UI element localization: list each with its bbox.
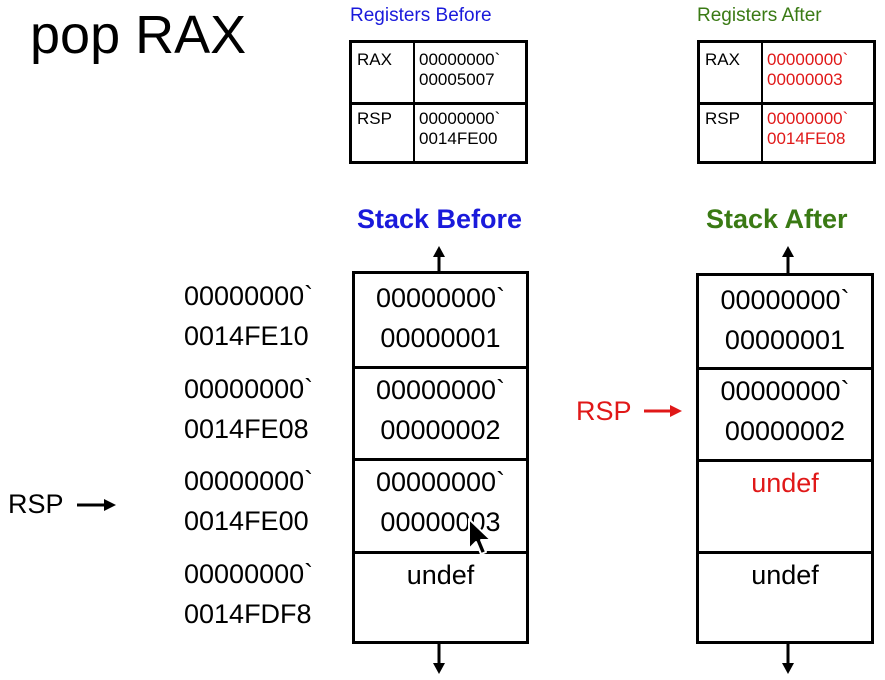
value-line: 00000003 [767, 70, 843, 89]
value-line: 00000000` [419, 109, 501, 128]
stack-after-slot-2: undef [699, 463, 871, 503]
stack-before-heading: Stack Before [357, 204, 523, 234]
slot-line: 00000000` [375, 283, 506, 313]
registers-before-table: RAX 00000000` 00005007 RSP 00000000` 001… [349, 40, 528, 164]
stack-after-grow-up-arrow-icon [782, 246, 794, 275]
address-line: 00000000` [184, 281, 314, 311]
register-value-rsp: 00000000` 0014FE08 [767, 109, 848, 149]
slot-divider [355, 458, 526, 461]
slot-divider [699, 367, 871, 370]
value-line: 0014FE00 [419, 129, 498, 148]
table-divider [352, 102, 525, 105]
address-line: 0014FDF8 [184, 599, 312, 629]
registers-after-heading: Registers After [697, 5, 822, 26]
address-line: 00000000` [184, 374, 314, 404]
slot-line: 00000003 [380, 507, 501, 537]
value-line: 00000000` [419, 50, 501, 69]
rsp-before-label: RSP [8, 489, 64, 519]
slot-line: 00000000` [375, 467, 506, 497]
registers-after-table: RAX 00000000` 00000003 RSP 00000000` 001… [697, 40, 876, 164]
slot-divider [699, 459, 871, 462]
register-name-rsp: RSP [705, 109, 740, 128]
rsp-after-arrow-icon [644, 405, 682, 417]
stack-after-heading: Stack After [706, 204, 848, 234]
value-line: 00005007 [419, 70, 495, 89]
table-divider [700, 102, 873, 105]
registers-before-heading: Registers Before [350, 5, 492, 26]
slot-divider [355, 551, 526, 554]
address-line: 0014FE10 [184, 321, 309, 351]
address-1: 00000000` 0014FE08 [184, 369, 313, 449]
rsp-before-arrow-icon [77, 499, 116, 511]
value-line: 00000000` [767, 109, 849, 128]
register-value-rax: 00000000` 00005007 [419, 50, 500, 90]
mouse-cursor-icon [468, 518, 492, 555]
register-value-rsp: 00000000` 0014FE00 [419, 109, 500, 149]
address-line: 00000000` [184, 559, 314, 589]
address-line: 00000000` [184, 466, 314, 496]
slot-line: 00000002 [724, 416, 846, 446]
stack-before-slot-3: undef [355, 555, 526, 595]
slot-line: 00000002 [380, 415, 501, 445]
address-line: 0014FE00 [184, 506, 309, 536]
slot-line: 00000000` [720, 285, 850, 315]
stack-before-slot-0: 00000000` 00000001 [355, 278, 526, 358]
stack-after-slot-1: 00000000` 00000002 [699, 371, 871, 451]
stack-after-slot-0: 00000000` 00000001 [699, 280, 871, 360]
address-0: 00000000` 0014FE10 [184, 276, 313, 356]
stack-after-grow-down-arrow-icon [782, 642, 794, 674]
stack-before-slot-1: 00000000` 00000002 [355, 370, 526, 450]
slot-line: 00000001 [380, 323, 501, 353]
register-name-rax: RAX [705, 50, 740, 69]
rsp-after-label: RSP [576, 396, 632, 426]
slide-title: pop RAX [30, 5, 247, 65]
register-name-rsp: RSP [357, 109, 392, 128]
stack-before: 00000000` 00000001 00000000` 00000002 00… [352, 271, 529, 644]
address-3: 00000000` 0014FDF8 [184, 554, 313, 634]
stack-after: 00000000` 00000001 00000000` 00000002 un… [696, 273, 874, 644]
stack-before-grow-up-arrow-icon [433, 246, 445, 272]
slot-line: undef [751, 560, 819, 590]
slot-line: 00000000` [375, 375, 506, 405]
slot-line: 00000001 [724, 325, 846, 355]
address-line: 0014FE08 [184, 414, 309, 444]
stack-before-slot-2: 00000000` 00000003 [355, 462, 526, 542]
value-line: 0014FE08 [767, 129, 846, 148]
address-2: 00000000` 0014FE00 [184, 461, 313, 541]
stack-before-grow-down-arrow-icon [433, 642, 445, 674]
slot-divider [699, 551, 871, 554]
slot-divider [355, 366, 526, 369]
slot-line: undef [406, 560, 475, 590]
slot-line: 00000000` [720, 376, 850, 406]
value-line: 00000000` [767, 50, 849, 69]
slot-line: undef [751, 468, 819, 498]
register-name-rax: RAX [357, 50, 392, 69]
stack-after-slot-3: undef [699, 555, 871, 595]
register-value-rax: 00000000` 00000003 [767, 50, 848, 90]
